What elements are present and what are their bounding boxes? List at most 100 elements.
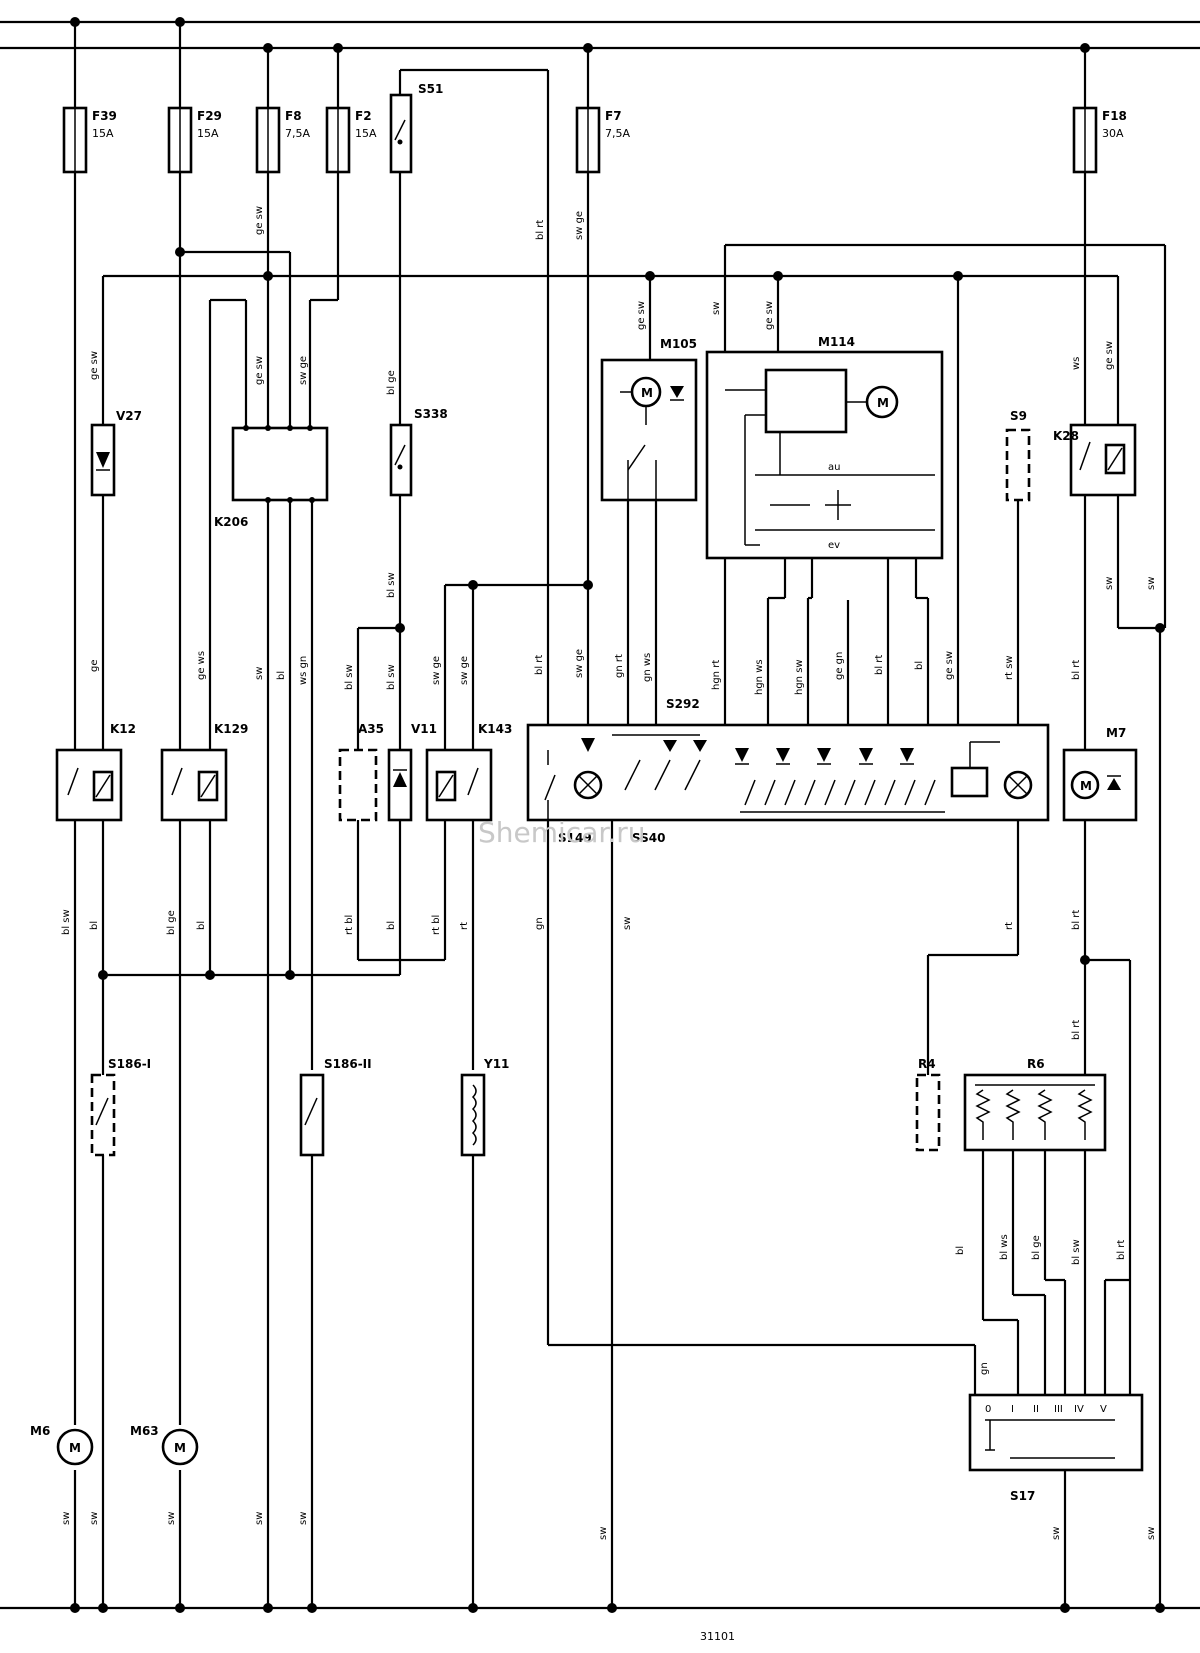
svg-text:bl sw: bl sw (386, 664, 397, 690)
diode-v27: V27 (90, 409, 142, 497)
svg-text:F8: F8 (285, 109, 302, 123)
svg-text:S186-I: S186-I (108, 1057, 151, 1071)
motor-m105: M M105 (600, 337, 698, 502)
svg-text:M63: M63 (130, 1424, 159, 1438)
svg-text:F29: F29 (197, 109, 222, 123)
relay-k143: K143 (425, 722, 512, 822)
svg-text:M: M (641, 386, 653, 400)
svg-text:bl: bl (196, 921, 207, 930)
resistor-r4: R4 (915, 1057, 941, 1152)
svg-text:ge sw: ge sw (944, 651, 955, 680)
svg-text:ev: ev (828, 540, 840, 551)
svg-text:gn rt: gn rt (614, 654, 625, 678)
svg-text:sw: sw (1051, 1527, 1062, 1540)
svg-text:M105: M105 (660, 337, 697, 351)
valve-y11: Y11 (460, 1057, 509, 1157)
svg-text:K28: K28 (1053, 429, 1079, 443)
svg-text:bl sw: bl sw (386, 572, 397, 598)
svg-text:Y11: Y11 (483, 1057, 509, 1071)
svg-text:bl sw: bl sw (344, 664, 355, 690)
svg-text:rt: rt (1004, 922, 1015, 930)
svg-text:rt bl: rt bl (431, 915, 442, 935)
svg-text:M: M (877, 396, 889, 410)
svg-text:sw: sw (166, 1512, 177, 1525)
svg-text:bl: bl (276, 671, 287, 680)
module-m114: M au ev M114 (705, 335, 944, 560)
svg-text:sw ge: sw ge (574, 211, 585, 240)
switch-s186-i: S186-I (90, 1057, 151, 1157)
svg-text:sw: sw (89, 1512, 100, 1525)
svg-text:F2: F2 (355, 109, 372, 123)
svg-text:sw ge: sw ge (431, 656, 442, 685)
svg-text:sw ge: sw ge (574, 649, 585, 678)
svg-text:bl rt: bl rt (1071, 660, 1082, 680)
svg-text:F18: F18 (1102, 109, 1127, 123)
switch-s338: S338 (389, 407, 448, 497)
svg-text:hgn rt: hgn rt (711, 660, 722, 690)
svg-text:K12: K12 (110, 722, 136, 736)
svg-text:SS40: SS40 (632, 831, 665, 845)
svg-text:sw: sw (622, 917, 633, 930)
fuse-f7: F77,5A (575, 106, 630, 174)
svg-text:rt: rt (459, 922, 470, 930)
svg-text:15A: 15A (197, 127, 219, 140)
svg-text:ge: ge (89, 660, 100, 673)
svg-text:gn: gn (979, 1362, 990, 1375)
svg-text:S9: S9 (1010, 409, 1027, 423)
svg-text:bl sw: bl sw (1071, 1239, 1082, 1265)
fuse-f8: F87,5A (255, 106, 310, 174)
switch-s186-ii: S186-II (299, 1057, 372, 1157)
svg-text:S292: S292 (666, 697, 700, 711)
svg-text:F7: F7 (605, 109, 622, 123)
svg-text:bl rt: bl rt (1116, 1240, 1127, 1260)
svg-text:bl ge: bl ge (1031, 1235, 1042, 1260)
svg-text:ge sw: ge sw (764, 301, 775, 330)
svg-text:sw: sw (61, 1512, 72, 1525)
svg-text:30A: 30A (1102, 127, 1124, 140)
svg-text:II: II (1033, 1404, 1039, 1415)
svg-text:ws gn: ws gn (298, 656, 309, 685)
svg-text:15A: 15A (355, 127, 377, 140)
svg-text:R4: R4 (918, 1057, 936, 1071)
junctions (70, 17, 1165, 1613)
svg-text:bl ws: bl ws (999, 1234, 1010, 1260)
relay-k129: K129 (160, 722, 248, 822)
svg-text:bl: bl (914, 661, 925, 670)
svg-text:sw: sw (1146, 577, 1157, 590)
svg-text:gn ws: gn ws (642, 653, 653, 682)
svg-text:sw: sw (1104, 577, 1115, 590)
svg-text:A35: A35 (358, 722, 384, 736)
svg-text:bl ge: bl ge (166, 910, 177, 935)
watermark: Shemicar.ru (478, 816, 645, 849)
svg-text:ge sw: ge sw (254, 356, 265, 385)
svg-text:S149: S149 (558, 831, 592, 845)
svg-text:ge sw: ge sw (89, 351, 100, 380)
svg-text:sw: sw (1146, 1527, 1157, 1540)
resistor-r6: R6 (963, 1057, 1107, 1152)
svg-text:V27: V27 (116, 409, 142, 423)
svg-text:F39: F39 (92, 109, 117, 123)
svg-text:V: V (1100, 1404, 1107, 1415)
svg-text:S186-II: S186-II (324, 1057, 372, 1071)
svg-text:sw ge: sw ge (459, 656, 470, 685)
svg-text:rt bl: rt bl (344, 915, 355, 935)
svg-text:M7: M7 (1106, 726, 1126, 740)
motor-m6: M M6 (30, 1424, 94, 1466)
svg-text:hgn ws: hgn ws (754, 659, 765, 695)
relay-k206: K206 (214, 425, 329, 529)
svg-text:ge sw: ge sw (636, 301, 647, 330)
motor-m63: M M63 (130, 1424, 199, 1466)
svg-text:S17: S17 (1010, 1489, 1035, 1503)
svg-text:bl rt: bl rt (874, 655, 885, 675)
switch-s9: S9 (1005, 409, 1031, 502)
svg-text:15A: 15A (92, 127, 114, 140)
switch-s17: 0 I II III IV V S17 (968, 1393, 1144, 1503)
relay-k28: K28 (1053, 423, 1137, 497)
svg-text:bl rt: bl rt (1071, 1020, 1082, 1040)
svg-text:bl rt: bl rt (535, 220, 546, 240)
svg-text:IV: IV (1074, 1404, 1084, 1415)
